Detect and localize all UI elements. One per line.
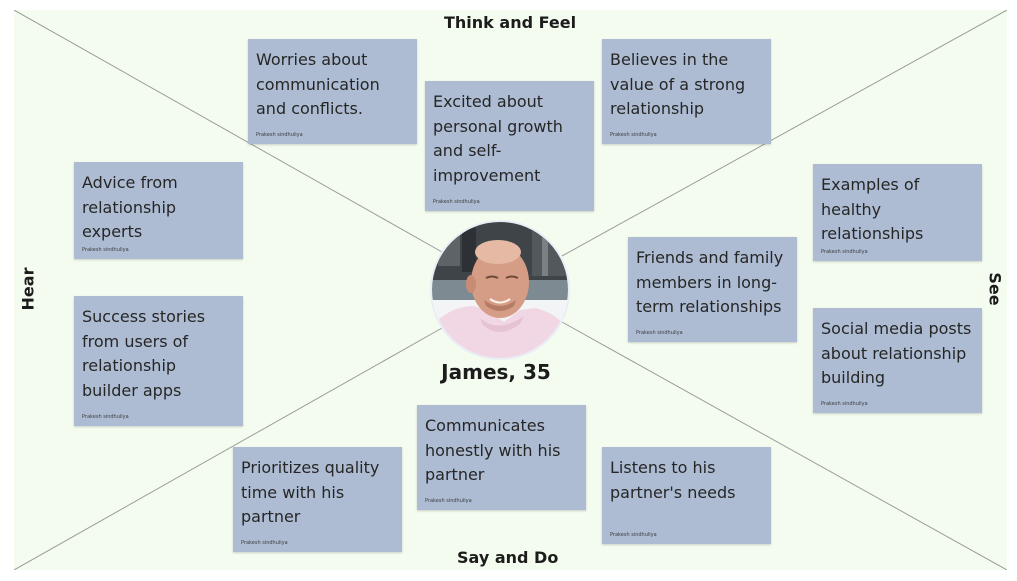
sticky-note-author: Prakesh sindhuliya [433, 199, 480, 205]
quadrant-label-say-and-do: Say and Do [457, 548, 559, 567]
sticky-note-text: Examples of healthy relationships [821, 175, 924, 243]
sticky-note-friends[interactable]: Friends and family members in long-term … [628, 237, 797, 342]
sticky-note-text: Communicates honestly with his partner [425, 416, 561, 484]
sticky-note-text: Believes in the value of a strong relati… [610, 50, 746, 118]
sticky-note-worries[interactable]: Worries about communication and conflict… [248, 39, 417, 144]
sticky-note-text: Excited about personal growth and self-i… [433, 92, 563, 185]
divider-bottom-right [561, 321, 1007, 570]
sticky-note-text: Success stories from users of relationsh… [82, 307, 206, 400]
sticky-note-author: Prakesh sindhuliya [82, 414, 129, 420]
sticky-note-communicates[interactable]: Communicates honestly with his partner P… [417, 405, 586, 510]
quadrant-label-think-and-feel: Think and Feel [444, 13, 577, 32]
sticky-note-author: Prakesh sindhuliya [610, 532, 657, 538]
sticky-note-author: Prakesh sindhuliya [636, 330, 683, 336]
quadrant-label-see: See [985, 272, 1005, 306]
sticky-note-text: Advice from relationship experts [82, 173, 178, 241]
sticky-note-author: Prakesh sindhuliya [425, 498, 472, 504]
sticky-note-text: Social media posts about relationship bu… [821, 319, 972, 387]
sticky-note-excited[interactable]: Excited about personal growth and self-i… [425, 81, 594, 211]
quadrant-dividers [14, 10, 1007, 570]
quadrant-label-hear: Hear [18, 267, 38, 311]
sticky-note-listens[interactable]: Listens to his partner's needs Prakesh s… [602, 447, 771, 544]
sticky-note-text: Listens to his partner's needs [610, 458, 736, 502]
persona-avatar [432, 222, 568, 358]
sticky-note-text: Friends and family members in long-term … [636, 248, 784, 316]
divider-top-right [561, 10, 1007, 257]
sticky-note-social[interactable]: Social media posts about relationship bu… [813, 308, 982, 413]
divider-bottom-left [14, 327, 443, 570]
sticky-note-advice[interactable]: Advice from relationship experts Prakesh… [74, 162, 243, 259]
empathy-map-canvas: Think and Feel Say and Do Hear See Worri… [14, 10, 1007, 570]
sticky-note-prioritizes[interactable]: Prioritizes quality time with his partne… [233, 447, 402, 552]
sticky-note-author: Prakesh sindhuliya [821, 401, 868, 407]
persona-photo [432, 222, 568, 358]
persona-name: James, 35 [441, 360, 551, 384]
sticky-note-text: Prioritizes quality time with his partne… [241, 458, 380, 526]
sticky-note-success[interactable]: Success stories from users of relationsh… [74, 296, 243, 426]
sticky-note-author: Prakesh sindhuliya [821, 249, 868, 255]
sticky-note-examples[interactable]: Examples of healthy relationships Prakes… [813, 164, 982, 261]
sticky-note-text: Worries about communication and conflict… [256, 50, 380, 118]
sticky-note-author: Prakesh sindhuliya [241, 540, 288, 546]
sticky-note-believes[interactable]: Believes in the value of a strong relati… [602, 39, 771, 144]
sticky-note-author: Prakesh sindhuliya [610, 132, 657, 138]
sticky-note-author: Prakesh sindhuliya [82, 247, 129, 253]
divider-top-left [14, 10, 443, 253]
sticky-note-author: Prakesh sindhuliya [256, 132, 303, 138]
